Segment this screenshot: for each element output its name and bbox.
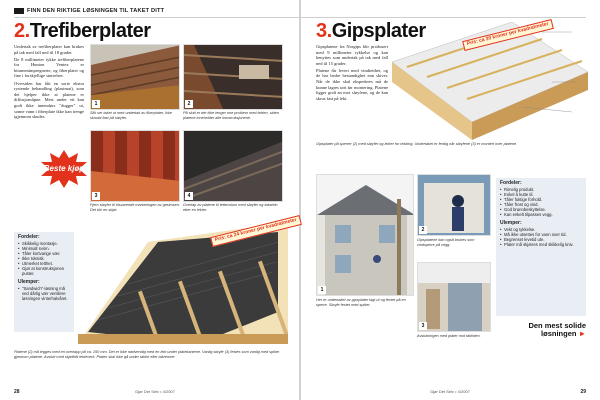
banner-bar (14, 8, 24, 14)
left-fordeler-title: Fordeler: (18, 234, 40, 240)
left-ulemper-list: "Sandwich"-løsning må ved dårlig vær ven… (18, 286, 70, 301)
page-gutter (299, 0, 301, 400)
right-fordeler-item: God brannbeskyttelse. (500, 207, 582, 212)
right-intro: Gipsplatene fra Norgips blir produsert m… (316, 44, 388, 103)
photo-2-number: 2 (185, 100, 193, 108)
right-ulemper-item: Må ikke utsettes for vann over tid. (500, 232, 582, 237)
left-fordeler-item: Gjør at konstruksjonen puster. (18, 266, 70, 276)
right-ulemper-item: Plater må skjæres med skikkelig kniv. (500, 242, 582, 247)
right-photo-1: 1 (316, 174, 414, 296)
left-roof-svg (78, 222, 288, 344)
right-photo-2-number: 2 (419, 226, 427, 234)
right-heading-number: 3. (316, 20, 332, 42)
right-photo-1-number: 1 (318, 286, 326, 294)
best-buy-burst: Beste kjøp (40, 150, 88, 188)
photo-4-image (184, 131, 282, 201)
right-ulemper-list: Vekt og tykkelse. Må ikke utsettes for v… (500, 227, 582, 247)
right-caption-3: Avslutningen med plater mot takfoten. (417, 334, 481, 338)
left-fordeler-item: Ikke toksisk. (18, 256, 70, 261)
right-heading-title: Gipsplater (331, 20, 426, 42)
banner-text: FINN DEN RIKTIGE LØSNINGEN TIL TAKET DIT… (27, 8, 165, 14)
left-fordeler-list: Skikkelig montasje. Minimalt svinn. Tåle… (18, 241, 70, 276)
left-intro-p2: De 8 millimeter tykke trefiberplatene fr… (14, 56, 84, 79)
right-photo-3-number: 3 (419, 322, 427, 330)
right-fordeler-title: Fordeler: (500, 180, 522, 186)
right-page-number: 29 (580, 389, 586, 395)
left-footer: Gjør Det Selv • 4/2007 (135, 389, 175, 394)
photo-1: 1 (90, 44, 180, 110)
right-fordeler-item: Enkel å kutte til. (500, 192, 582, 197)
left-heading-number: 2. (14, 20, 30, 42)
right-ulemper-item: Vekt og tykkelse. (500, 227, 582, 232)
caption-1: Slik ser taket ut med undertak av fiberp… (90, 111, 172, 120)
right-footer: Gjør Det Selv • 4/2007 (430, 389, 470, 394)
photo-3: 3 (90, 130, 180, 202)
right-fordeler-item: Kan enkelt tilpasses vegg. (500, 212, 582, 217)
right-intro-p2: Platene får levert med vindtetthet, og d… (316, 67, 388, 101)
right-ulemper-title: Ulemper: (500, 220, 522, 226)
left-roof-diagram (78, 222, 288, 344)
right-intro-p1: Gipsplatene fra Norgips blir produsert m… (316, 44, 388, 66)
photo-2-image (184, 45, 282, 109)
banner-rule (14, 17, 586, 18)
photo-1-number: 1 (92, 100, 100, 108)
left-intro-p1: Undertak av trefiberplater kan brukes på… (14, 44, 84, 55)
right-photo-3: 3 (417, 262, 491, 332)
photo-4: 4 (183, 130, 283, 202)
right-photo-2-image (418, 175, 490, 235)
left-ulemper-item: "Sandwich"-løsning må ved dårlig vær ven… (18, 286, 70, 301)
right-roof-diagram (392, 22, 588, 140)
caption-3: Fjern sløyfer til tilsvarende markeringe… (90, 203, 180, 212)
photo-2: 2 (183, 44, 283, 110)
left-heading-title: Trefiberplater (29, 20, 151, 42)
left-fordeler-item: Tåler kortvarige vær. (18, 251, 70, 256)
photo-3-image (91, 131, 179, 201)
left-ulemper-title: Ulemper: (18, 279, 40, 285)
right-caption-1: Her er undertaket av gipsplater lagt ut … (316, 298, 406, 307)
left-intro-p3: Oversiden har fått en sorte ekstra ryste… (14, 80, 84, 120)
left-infobox: Fordeler: Skikkelig montasje. Minimalt s… (14, 232, 74, 332)
right-diagram-caption: Gipsplater på sperrer (2) med sløyfer og… (316, 142, 518, 146)
photo-3-number: 3 (92, 192, 100, 200)
left-intro: Undertak av trefiberplater kan brukes på… (14, 44, 84, 121)
burst-shape (41, 150, 87, 188)
right-fordeler-item: Tåler frost og vind. (500, 202, 582, 207)
caption-4: Overlap av platene til tettevolum med sl… (183, 203, 278, 212)
right-infobox: Fordeler: Rimelig produkt. Enkel å kutte… (496, 178, 586, 316)
cta-text: Den mest solide løsningen (528, 321, 586, 338)
left-bottom-caption: Platene (2) må legges med en overlapp på… (14, 350, 280, 359)
left-fordeler-item: Minimalt svinn. (18, 246, 70, 251)
right-heading: 3.Gipsplater (316, 20, 426, 43)
right-photo-2: 2 (417, 174, 491, 236)
cta-arrow-icon: ► (578, 329, 586, 338)
left-fordeler-item: Skikkelig montasje. (18, 241, 70, 246)
left-page-number: 28 (14, 389, 20, 395)
right-roof-svg (392, 22, 588, 140)
photo-4-number: 4 (185, 192, 193, 200)
photo-1-image (91, 45, 179, 109)
right-fordeler-item: Rimelig produkt. (500, 187, 582, 192)
right-photo-3-image (418, 263, 490, 331)
right-ulemper-item: Begrenset levetid ute. (500, 237, 582, 242)
right-fordeler-item: Tåler fuktige forhold. (500, 197, 582, 202)
right-caption-2: Gipsplatene kan også brukes som vindsper… (417, 238, 475, 247)
caption-2: På slutt er det ikke lenger noe problem … (183, 111, 279, 120)
section-banner: FINN DEN RIKTIGE LØSNINGEN TIL TAKET DIT… (14, 6, 164, 16)
burst-text: Beste kjøp (43, 163, 85, 173)
left-heading: 2.Trefiberplater (14, 20, 151, 43)
right-fordeler-list: Rimelig produkt. Enkel å kutte til. Tåle… (500, 187, 582, 217)
left-fordeler-item: Utmerket tetthet. (18, 261, 70, 266)
right-photo-1-image (317, 175, 413, 295)
right-cta: Den mest solide løsningen ► (520, 322, 586, 338)
